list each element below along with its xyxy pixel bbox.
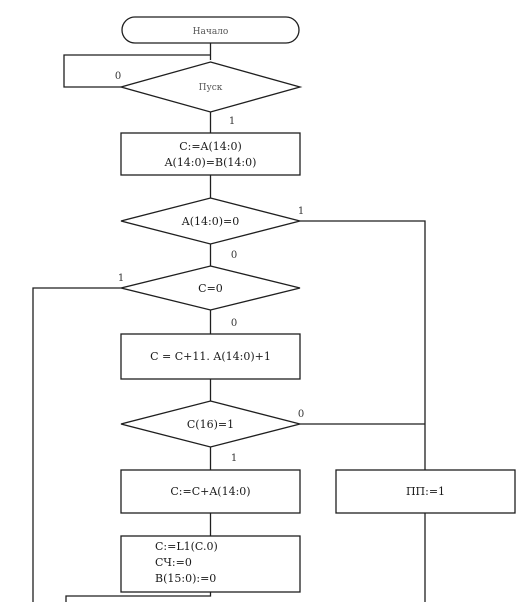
branch-pusk-yes: 1 <box>229 116 235 127</box>
branch-a-zero-no: 0 <box>231 250 237 261</box>
process-sub-step-label: C = C+11. A(14:0)+1 <box>150 350 271 363</box>
decision-a-zero-label: A(14:0)=0 <box>181 215 239 228</box>
decision-pusk-label: Пуск <box>199 83 223 93</box>
connector-a-zero-yes <box>300 220 426 470</box>
branch-pusk-no: 0 <box>115 71 121 82</box>
connector-c-zero-yes <box>32 287 121 602</box>
process-init-line1: C:=A(14:0) <box>179 140 242 153</box>
branch-c-zero-yes: 1 <box>118 273 124 284</box>
process-init <box>120 132 301 176</box>
start-label: Начало <box>193 27 229 37</box>
process-shift-line1: C:=L1(C.0) <box>155 540 218 553</box>
process-shift <box>120 535 301 593</box>
process-pp-flag-label: ПП:=1 <box>406 485 445 498</box>
branch-c16-yes: 1 <box>231 453 237 464</box>
process-add-step <box>120 469 301 514</box>
loop-shift-back <box>65 592 212 602</box>
process-pp-flag <box>335 469 516 514</box>
branch-a-zero-yes: 1 <box>298 206 304 217</box>
branch-c-zero-no: 0 <box>231 318 237 329</box>
process-init-line2: A(14:0)=B(14:0) <box>164 156 257 169</box>
process-shift-line3: B(15:0):=0 <box>155 572 216 585</box>
decision-c-zero-label: C=0 <box>198 282 223 295</box>
process-add-step-label: C:=C+A(14:0) <box>170 485 250 498</box>
loop-pusk-no <box>63 54 211 88</box>
process-shift-line2: СЧ:=0 <box>155 556 192 569</box>
branch-c16-no: 0 <box>298 409 304 420</box>
process-sub-step <box>120 333 301 380</box>
decision-c16-label: C(16)=1 <box>187 418 234 431</box>
